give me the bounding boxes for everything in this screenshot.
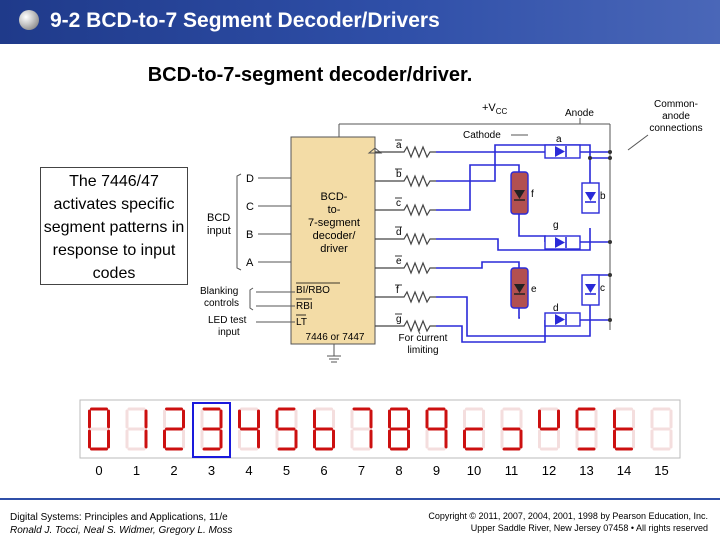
svg-text:A: A bbox=[246, 257, 254, 269]
svg-text:connections: connections bbox=[649, 123, 702, 134]
bcd-input-caption: BCD input bbox=[207, 212, 231, 237]
svg-text:anode: anode bbox=[662, 111, 690, 122]
digit-label-7: 7 bbox=[358, 463, 365, 478]
digit-label-6: 6 bbox=[320, 463, 327, 478]
chip-line-5: driver bbox=[320, 243, 348, 255]
digit-label-1: 1 bbox=[133, 463, 140, 478]
led-segment-a: a bbox=[544, 134, 581, 159]
svg-text:e: e bbox=[396, 256, 402, 267]
footer-left: Digital Systems: Principles and Applicat… bbox=[10, 511, 232, 537]
chip-line-2: to- bbox=[328, 204, 341, 216]
digit-label-8: 8 bbox=[395, 463, 402, 478]
footer-right: Copyright © 2011, 2007, 2004, 2001, 1998… bbox=[428, 510, 708, 534]
footer-copyright: Copyright © 2011, 2007, 2004, 2001, 1998… bbox=[428, 511, 708, 521]
svg-text:Common-: Common- bbox=[654, 99, 698, 110]
led-segment-g: g bbox=[544, 220, 581, 250]
svg-text:D: D bbox=[246, 173, 254, 185]
svg-text:input: input bbox=[207, 225, 231, 237]
subtitle: BCD-to-7-segment decoder/driver. bbox=[0, 64, 720, 87]
current-limiting-label: For current limiting bbox=[399, 333, 448, 356]
svg-text:BI/RBO: BI/RBO bbox=[296, 285, 330, 296]
svg-text:b: b bbox=[600, 191, 606, 202]
decoder-chip bbox=[290, 136, 376, 345]
led-segment-f: f bbox=[510, 171, 534, 215]
led-segment-c: c bbox=[581, 274, 605, 306]
svg-text:LT: LT bbox=[296, 317, 307, 328]
svg-text:C: C bbox=[246, 201, 254, 213]
digit-patterns bbox=[88, 407, 673, 451]
chip-line-1: BCD- bbox=[321, 191, 348, 203]
note-box: The 7446/47 activates specific segment p… bbox=[40, 167, 188, 285]
digit-label-0: 0 bbox=[95, 463, 102, 478]
svg-text:c: c bbox=[600, 283, 605, 294]
led-test-label: LED test input bbox=[208, 315, 247, 338]
highlighted-digit-box bbox=[192, 402, 231, 458]
digit-label-3: 3 bbox=[208, 463, 215, 478]
svg-text:f: f bbox=[396, 285, 399, 296]
svg-text:a: a bbox=[396, 140, 402, 151]
chip-label: BCD- to- 7-segment decoder/ driver bbox=[308, 191, 360, 255]
cathode-label: Cathode bbox=[463, 130, 501, 141]
svg-text:a: a bbox=[556, 134, 562, 145]
digit-label-13: 13 bbox=[579, 463, 593, 478]
digit-label-14: 14 bbox=[617, 463, 631, 478]
digit-label-4: 4 bbox=[245, 463, 252, 478]
chip-part-number: 7446 or 7447 bbox=[306, 332, 365, 343]
digit-label-11: 11 bbox=[505, 463, 519, 478]
common-anode-label: Common- anode connections bbox=[649, 99, 702, 134]
svg-text:e: e bbox=[531, 284, 537, 295]
header-bar: 9-2 BCD-to-7 Segment Decoder/Drivers bbox=[0, 0, 720, 44]
bullet-icon bbox=[19, 10, 39, 30]
footer-address: Upper Saddle River, New Jersey 07458 • A… bbox=[470, 523, 708, 533]
svg-text:g: g bbox=[396, 314, 402, 325]
svg-text:g: g bbox=[553, 220, 559, 231]
digit-label-15: 15 bbox=[654, 463, 668, 478]
footer-authors: Ronald J. Tocci, Neal S. Widmer, Gregory… bbox=[10, 525, 233, 536]
svg-text:f: f bbox=[531, 189, 534, 200]
digit-label-5: 5 bbox=[283, 463, 290, 478]
led-segment-d: d bbox=[544, 303, 581, 327]
footer-rule bbox=[0, 498, 720, 500]
vcc-label: +VCC bbox=[482, 102, 508, 116]
led-segment-e: e bbox=[510, 267, 537, 309]
svg-text:d: d bbox=[553, 303, 559, 314]
bcd-input-labels: D C B A bbox=[246, 173, 254, 269]
svg-text:c: c bbox=[396, 198, 401, 209]
svg-text:d: d bbox=[396, 227, 402, 238]
digit-label-9: 9 bbox=[433, 463, 440, 478]
svg-text:RBI: RBI bbox=[296, 301, 313, 312]
footer-book-title: Digital Systems: Principles and Applicat… bbox=[10, 512, 228, 523]
limiting-resistors bbox=[375, 145, 436, 333]
svg-text:input: input bbox=[218, 327, 240, 338]
chip-line-3: 7-segment bbox=[308, 217, 360, 229]
led-segment-b: b bbox=[581, 182, 606, 214]
output-pin-labels: a b c d e f g bbox=[396, 140, 402, 325]
svg-text:b: b bbox=[396, 169, 402, 180]
slide-title: 9-2 BCD-to-7 Segment Decoder/Drivers bbox=[50, 9, 440, 32]
svg-text:Blanking: Blanking bbox=[200, 286, 238, 297]
anode-label: Anode bbox=[565, 108, 594, 119]
digit-label-2: 2 bbox=[170, 463, 177, 478]
chip-line-4: decoder/ bbox=[313, 230, 357, 242]
control-pin-labels: BI/RBO RBI LT bbox=[296, 285, 330, 328]
svg-text:LED test: LED test bbox=[208, 315, 247, 326]
blanking-controls-label: Blanking controls bbox=[200, 286, 239, 309]
svg-text:BCD: BCD bbox=[207, 212, 230, 224]
subtitle-text: BCD-to-7-segment decoder/driver. bbox=[147, 64, 473, 86]
svg-text:For current: For current bbox=[399, 333, 448, 344]
svg-text:B: B bbox=[246, 229, 253, 241]
digit-label-10: 10 bbox=[467, 463, 481, 478]
digit-label-12: 12 bbox=[542, 463, 556, 478]
svg-text:controls: controls bbox=[204, 298, 239, 309]
svg-text:limiting: limiting bbox=[407, 345, 438, 356]
